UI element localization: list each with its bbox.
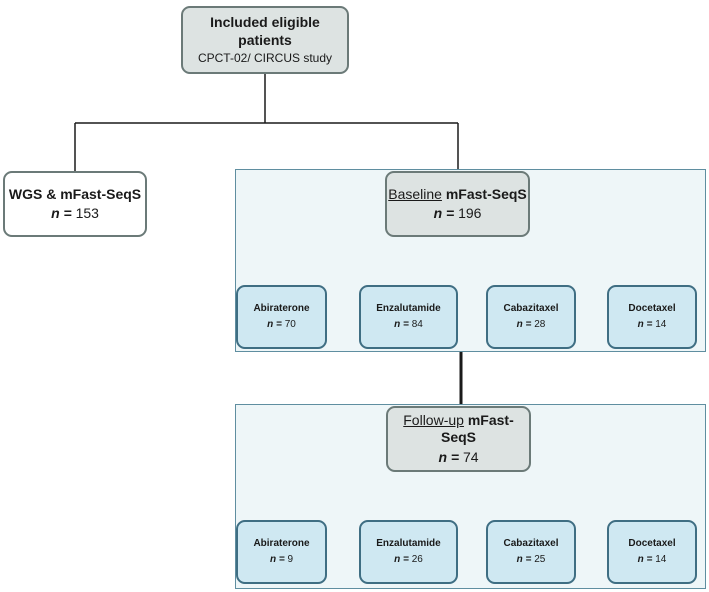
treatment-name: Cabazitaxel xyxy=(503,538,559,549)
baseline-treatment-enzalutamide: Enzalutamide n = 84 xyxy=(359,285,458,349)
treatment-n-label: n = xyxy=(516,553,532,565)
treatment-name: Abiraterone xyxy=(253,538,310,549)
baseline-label-underlined: Baseline xyxy=(388,185,442,202)
included-patients-title: Included eligible patients xyxy=(210,14,320,48)
treatment-name: Abiraterone xyxy=(253,303,310,314)
wgs-box: WGS & mFast-SeqS n = 153 xyxy=(3,171,147,237)
study-name: CPCT-02/ CIRCUS study xyxy=(197,51,333,65)
followup-n-label: n = xyxy=(438,448,460,465)
baseline-treatment-abiraterone: Abiraterone n = 70 xyxy=(236,285,327,349)
followup-n-value: 74 xyxy=(462,448,479,465)
baseline-n-label: n = xyxy=(433,205,455,221)
followup-treatment-enzalutamide: Enzalutamide n = 26 xyxy=(359,520,458,584)
treatment-name: Docetaxel xyxy=(628,538,676,549)
included-patients-box: Included eligible patients CPCT-02/ CIRC… xyxy=(181,6,349,74)
treatment-n-label: n = xyxy=(394,553,409,565)
baseline-n-value: 196 xyxy=(458,205,482,221)
followup-treatment-abiraterone: Abiraterone n = 9 xyxy=(236,520,327,584)
treatment-n-value: 25 xyxy=(534,553,546,565)
treatment-n-value: 9 xyxy=(287,553,294,565)
treatment-n-value: 28 xyxy=(534,318,546,330)
baseline-treatment-docetaxel: Docetaxel n = 14 xyxy=(607,285,697,349)
treatment-n-label: n = xyxy=(637,318,653,330)
treatment-n-label: n = xyxy=(394,318,409,330)
followup-box: Follow-up mFast-SeqS n = 74 xyxy=(386,406,531,472)
treatment-n-label: n = xyxy=(267,318,282,330)
treatment-n-label: n = xyxy=(269,553,285,565)
treatment-n-label: n = xyxy=(516,318,532,330)
treatment-name: Enzalutamide xyxy=(376,303,441,314)
followup-treatment-cabazitaxel: Cabazitaxel n = 25 xyxy=(486,520,576,584)
treatment-n-label: n = xyxy=(637,553,653,565)
wgs-label: WGS & mFast-SeqS xyxy=(8,185,142,202)
wgs-n-value: 153 xyxy=(75,205,99,221)
treatment-n-value: 70 xyxy=(284,318,296,330)
followup-treatment-docetaxel: Docetaxel n = 14 xyxy=(607,520,697,584)
treatment-n-value: 14 xyxy=(655,318,667,330)
baseline-treatment-cabazitaxel: Cabazitaxel n = 28 xyxy=(486,285,576,349)
treatment-name: Enzalutamide xyxy=(376,538,441,549)
treatment-name: Cabazitaxel xyxy=(503,303,559,314)
treatment-n-value: 14 xyxy=(655,553,667,565)
followup-label-rest: mFast-SeqS xyxy=(440,411,514,446)
treatment-name: Docetaxel xyxy=(628,303,676,314)
followup-label-underlined: Follow-up xyxy=(403,411,464,428)
treatment-n-value: 26 xyxy=(411,553,423,565)
baseline-box: Baseline mFast-SeqS n = 196 xyxy=(385,171,530,237)
wgs-n-label: n = xyxy=(51,205,72,221)
baseline-label-rest: mFast-SeqS xyxy=(445,185,527,202)
treatment-n-value: 84 xyxy=(411,318,423,330)
